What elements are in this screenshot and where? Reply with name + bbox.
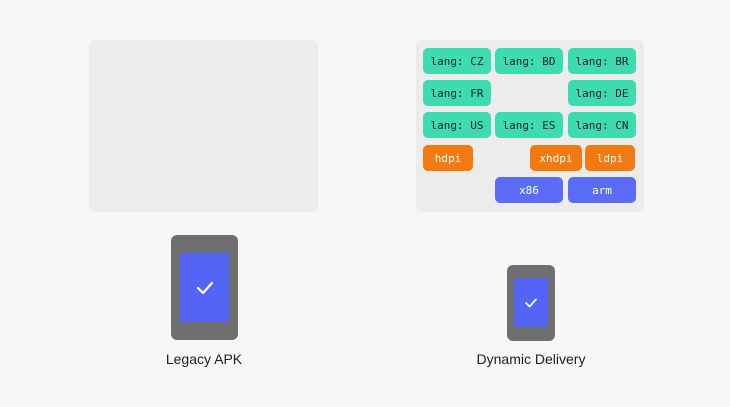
chip-lang-es: lang: ES	[495, 112, 563, 138]
chip-lang-cn: lang: CN	[568, 112, 636, 138]
chip-lang-cz: lang: CZ	[423, 48, 491, 74]
chip-density-xhdpi: xhdpi	[530, 145, 582, 171]
dynamic-delivery-panel: lang: CZ lang: BD lang: BR lang: FR lang…	[416, 40, 644, 212]
chip-density-ldpi: ldpi	[585, 145, 635, 171]
legacy-apk-caption: Legacy APK	[165, 351, 243, 367]
chip-lang-fr: lang: FR	[423, 80, 491, 106]
legacy-apk-panel	[89, 40, 318, 212]
chip-abi-x86: x86	[495, 177, 563, 203]
dynamic-delivery-caption: Dynamic Delivery	[476, 351, 586, 367]
dynamic-delivery-phone	[507, 265, 555, 341]
legacy-phone	[171, 235, 238, 340]
check-icon	[196, 281, 213, 294]
chip-lang-bd: lang: BD	[495, 48, 563, 74]
legacy-phone-screen	[180, 253, 229, 322]
dynamic-delivery-phone-screen	[514, 278, 548, 327]
chip-lang-br: lang: BR	[568, 48, 636, 74]
chip-density-hdpi: hdpi	[423, 145, 473, 171]
check-icon	[525, 298, 537, 307]
chip-lang-us: lang: US	[423, 112, 491, 138]
chip-lang-de: lang: DE	[568, 80, 636, 106]
chip-abi-arm: arm	[568, 177, 636, 203]
